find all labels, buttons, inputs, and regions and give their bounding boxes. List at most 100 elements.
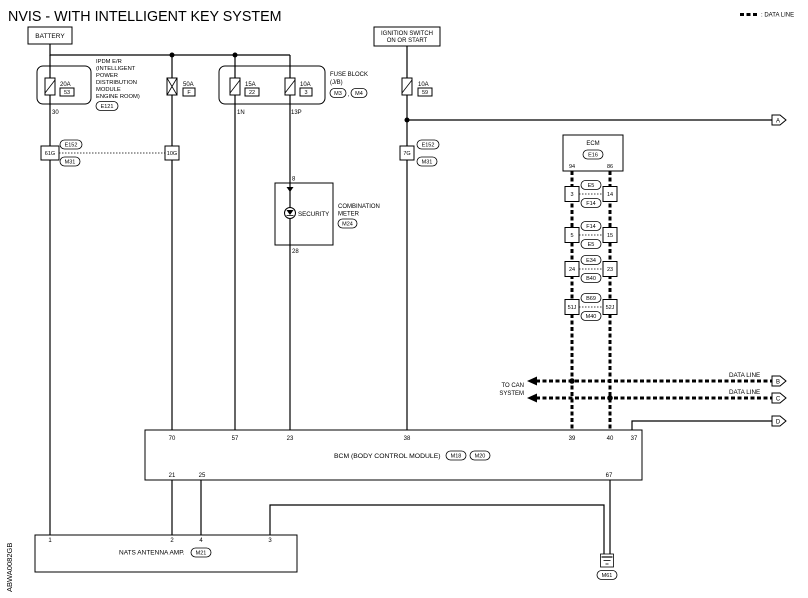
connector-label: B40 [586,276,596,282]
battery-bus-wire [49,44,290,56]
connector-oval [580,293,602,303]
fuse-block-enclosure [218,65,326,105]
connector-pin-box [602,227,618,243]
arrow-d: D [771,415,787,427]
connector-pin-box [564,261,580,277]
battery-label: BATTERY [35,33,65,40]
legend-label: : DATA LINE [761,13,794,19]
fuse-20a-element [44,79,56,94]
bcm-box [144,429,643,481]
arrow-a-label: A [776,118,780,124]
connector-oval [59,139,83,150]
connector-pin: 3 [570,192,573,198]
ipdm-label-line: DISTRIBUTION [96,80,137,86]
ipdm-label-line: MODULE [96,87,121,93]
fuse-block-connector-m4: M4 [355,91,363,97]
meter-current-arrow-icon [286,187,294,192]
combination-meter-box [274,182,334,246]
connector-oval [580,273,602,283]
connector-m31-label: M31 [65,160,76,166]
fusible-link-number-box [182,87,196,97]
fuse-block: FUSE BLOCK (J/B) M3 , M4 15A 22 1N 10A 3… [218,65,368,116]
ignition-switch: IGNITION SWITCH ON OR START 10A 59 [373,26,441,97]
battery: BATTERY [27,26,73,45]
fuse-block-pin-1n: 1N [237,110,245,116]
can-connector-3: 24 23 E34 B40 [564,255,618,283]
bcm-pin-38: 38 [404,436,411,442]
nats-box [34,534,298,573]
connector-pin-box [564,186,580,202]
arrow-b-shape [771,375,787,387]
ecm-connector-label: E16 [588,153,598,159]
combination-meter: 8 SECURITY 28 COMBINATION METER M24 [274,177,380,255]
meter-pin-28: 28 [292,249,299,255]
combination-meter-label: COMBINATION [338,204,380,210]
fuse-block-connector-oval [350,88,368,98]
can-connector-2: 5 15 F14 E5 [564,221,618,249]
meter-pin-8: 8 [292,177,296,183]
connector-pin-7g: 7G [403,151,410,157]
nats-connector-oval [190,547,212,558]
connector-oval [580,221,602,231]
bcm-pin-21: 21 [169,473,176,479]
arrow-d-label: D [776,419,781,425]
ecm-connector-oval [582,149,604,160]
connector-m31-label: M31 [422,160,433,166]
battery-box [27,26,73,45]
nats-pin-4: 4 [199,538,203,544]
combination-meter-connector-label: M24 [342,222,353,228]
ecm-label: ECM [586,141,599,147]
connector-pin-box [602,299,618,315]
connector-oval [416,156,438,167]
connector-label: E5 [588,183,595,189]
diagram-title: NVIS - WITH INTELLIGENT KEY SYSTEM [8,9,282,25]
fuse-10a-number-box [299,87,313,97]
fuse-block-connector-separator: , [348,92,350,98]
to-can-system-line2: SYSTEM [499,391,524,397]
connector-pin: 52J [606,305,615,311]
fusible-link-cross [166,77,178,96]
bcm-label: BCM (BODY CONTROL MODULE) [334,453,441,460]
bcm-pin-25: 25 [199,473,206,479]
fuse-10a-number: 3 [304,90,307,96]
bcm-pin-57: 57 [232,436,239,442]
connector-oval [580,311,602,321]
bcm-pin-23: 23 [287,436,294,442]
fuse-block-pin-13p: 13P [291,110,302,116]
joint-connector-right: 7G E152 M31 [399,139,440,167]
ipdm-er: IPDM E/R (INTELLIGENT POWER DISTRIBUTION… [36,59,140,116]
can-arrowhead-lower [527,393,537,403]
fuse-15a-number: 22 [249,90,255,96]
connector-oval [59,156,81,167]
connector-label: M40 [586,314,597,320]
fuse-15a-rating: 15A [245,82,256,88]
ipdm-label-line: POWER [96,73,118,79]
nats-connector-label: M21 [196,551,207,557]
junction-dot [607,395,613,401]
fusible-link-rating: 50A [183,82,194,88]
fuse-ignition-10a-element [401,79,413,94]
can-connector-1: 3 14 E5 F14 [564,180,618,208]
nats-antenna-amp: 1 2 4 3 NATS ANTENNA AMP. M21 [34,534,298,573]
ipdm-pin-30: 30 [52,110,59,116]
connector-oval [416,139,440,150]
ignition-switch-sublabel: ON OR START [387,38,428,44]
ipdm-enclosure [36,65,92,105]
bcm-pin-40: 40 [607,436,614,442]
connector-oval [580,255,602,265]
connector-pin-10g: 10G [167,151,177,157]
connector-label: B69 [586,296,596,302]
connector-label: F14 [586,201,595,207]
arrow-b-label: B [776,379,780,385]
connector-e152-label: E152 [422,143,435,149]
arrow-d-shape [771,415,787,427]
connector-pin-box [164,145,180,161]
bcm-connector-oval [445,450,467,461]
combination-meter-sublabel: METER [338,212,360,218]
wires [49,44,772,556]
connector-pin: 15 [607,233,613,239]
fuse-block-connector-m3: M3 [334,91,342,97]
connector-oval [580,180,602,190]
ipdm-connector-oval [95,101,119,111]
can-connector-4: 51J 52J B69 M40 [564,293,618,321]
